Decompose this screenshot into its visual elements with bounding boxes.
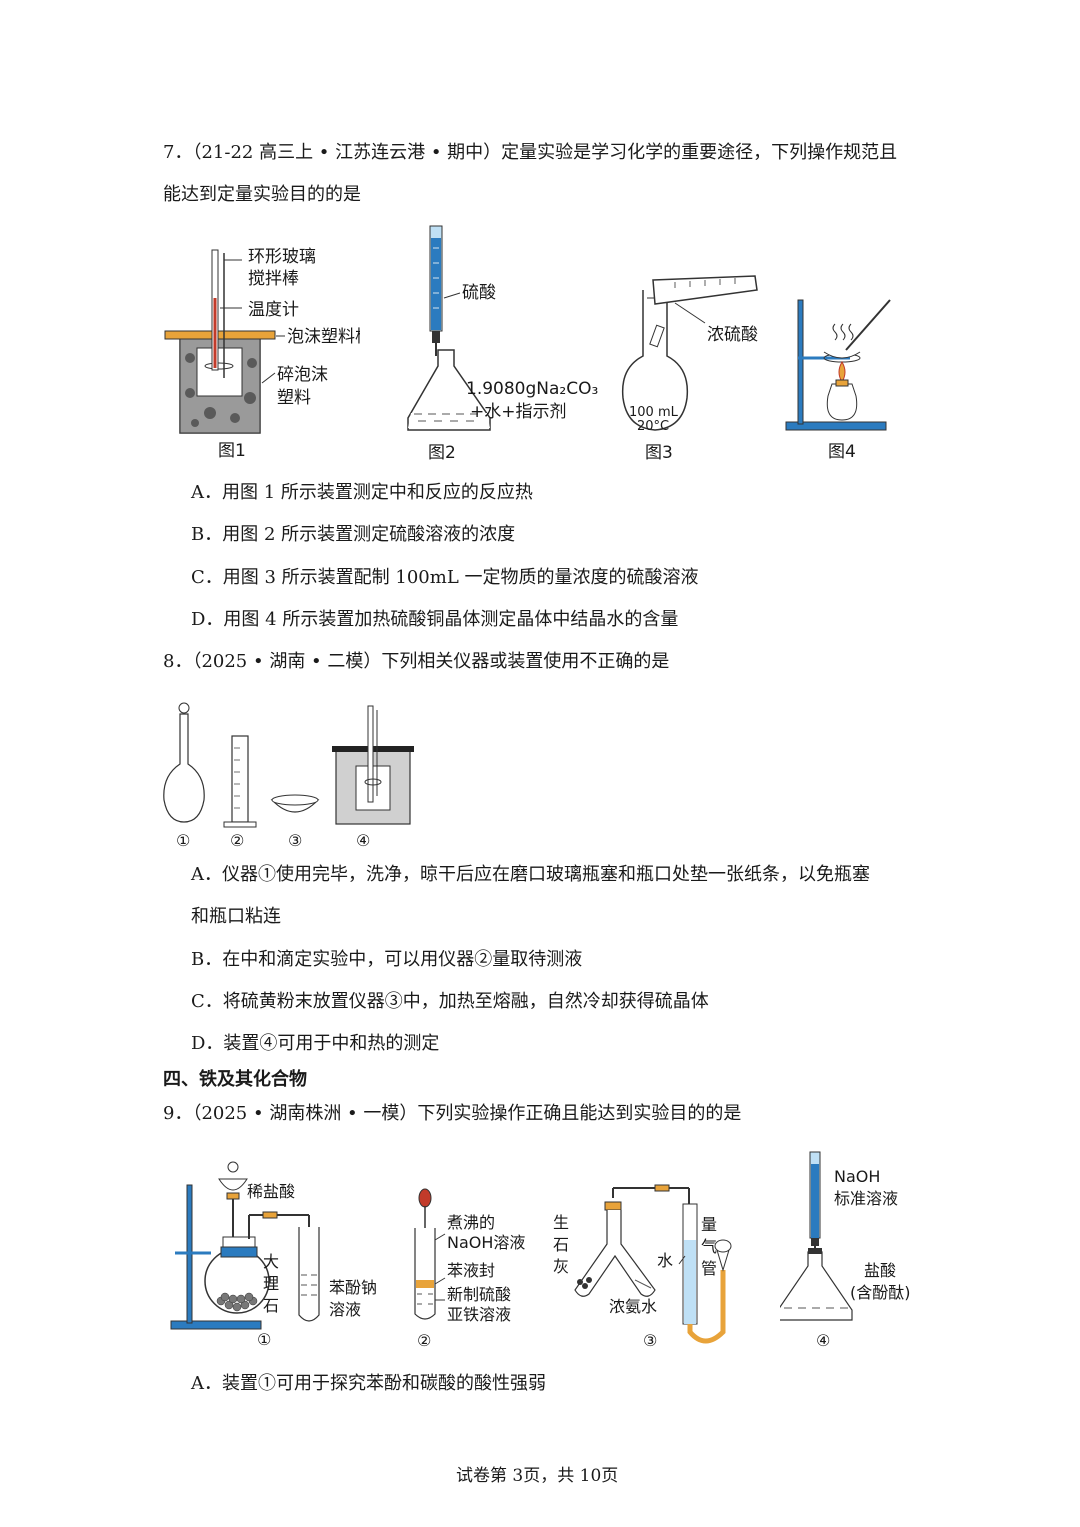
q9-fig1-label-phenolate-2: 溶液 — [329, 1300, 361, 1319]
q9-fig2-label-benzene: 苯液封 — [447, 1261, 495, 1280]
q7-fig4-heating: 图4 — [785, 299, 891, 462]
q9-fig4-label-naoh-2: 标准溶液 — [834, 1189, 898, 1208]
q7-fig1-caption: 图1 — [218, 441, 246, 461]
q9-fig3-label-tube-1: 量 — [701, 1215, 717, 1234]
q9-fig3-label-lime-3: 灰 — [553, 1257, 569, 1276]
q9-fig3-label-tube-2: 气 — [701, 1237, 717, 1256]
q9-fig3-label-tube-3: 管 — [701, 1259, 717, 1278]
q8-label-1: ① — [176, 831, 190, 850]
q7-fig2-label-water: +水+指示剂 — [470, 402, 567, 422]
q9-fig3-caption: ③ — [643, 1331, 657, 1350]
q7-fig4-caption: 图4 — [828, 442, 856, 462]
q8-option-a-line1: A．仪器①使用完毕，洗净，晾干后应在磨口玻璃瓶塞和瓶口处垫一张纸条，以免瓶塞 — [191, 864, 870, 885]
q7-stem-line1: 7．（21-22 高三上 • 江苏连云港 • 期中）定量实验是学习化学的重要途径… — [163, 142, 898, 163]
q8-option-b: B．在中和滴定实验中，可以用仪器②量取待测液 — [191, 949, 583, 970]
q7-stem-line2: 能达到定量实验目的的是 — [163, 184, 361, 205]
q9-option-a: A．装置①可用于探究苯酚和碳酸的酸性强弱 — [191, 1373, 546, 1394]
q7-fig1-calorimeter: 环形玻璃 搅拌棒 温度计 泡沫塑料板 碎泡沫 塑料 图1 — [164, 247, 360, 461]
q8-option-a-line2: 和瓶口粘连 — [191, 906, 281, 927]
q9-fig3-label-lime-1: 生 — [553, 1213, 569, 1232]
q7-fig1-label-board: 泡沫塑料板 — [287, 327, 360, 347]
q9-fig1-label-marble-2: 理 — [263, 1274, 279, 1293]
q9-fig1-label-phenolate-1: 苯酚钠 — [329, 1278, 377, 1297]
q7-fig2-titration: 硫酸 1.9080gNa₂CO₃ +水+指示剂 图2 — [407, 225, 598, 463]
q8-option-c: C．将硫黄粉末放置仪器③中，加热至熔融，自然冷却获得硫晶体 — [191, 991, 709, 1012]
q9-fig3-label-ammonia: 浓氨水 — [609, 1297, 657, 1316]
q7-fig1-label-foam2: 塑料 — [277, 388, 311, 408]
q7-fig1-label-thermo: 温度计 — [248, 300, 299, 320]
q8-stem: 8．（2025 • 湖南 • 二模）下列相关仪器或装置使用不正确的是 — [163, 651, 670, 672]
page-footer: 试卷第 3页，共 10页 — [456, 1466, 619, 1486]
q9-fig3-label-water: 水 — [657, 1251, 673, 1270]
q9-fig4-label-naoh-1: NaOH — [834, 1167, 880, 1186]
q8-instruments: ① ② ③ ④ — [163, 702, 414, 850]
q9-fig4-label-hcl-1: 盐酸 — [864, 1261, 896, 1280]
q9-fig1-label-marble-1: 大 — [263, 1252, 279, 1271]
q9-fig1-label-hcl: 稀盐酸 — [247, 1182, 295, 1201]
q7-fig3-label-temp: 20°C — [637, 419, 669, 434]
q7-fig2-caption: 图2 — [428, 443, 456, 463]
q7-fig1-label-foam1: 碎泡沫 — [277, 365, 328, 385]
q9-fig3-label-lime-2: 石 — [553, 1235, 569, 1254]
q7-option-a: A．用图 1 所示装置测定中和反应的反应热 — [191, 482, 533, 503]
q7-fig3-label-acid: 浓硫酸 — [707, 325, 758, 345]
q7-fig3-label-vol: 100 mL — [629, 405, 679, 420]
q7-fig1-label-stir2: 搅拌棒 — [248, 269, 299, 289]
q8-label-3: ③ — [288, 831, 302, 850]
q7-fig1-label-stir1: 环形玻璃 — [248, 247, 316, 267]
q9-fig4-label-hcl-2: (含酚酞) — [850, 1283, 911, 1302]
q9-fig1-label-marble-3: 石 — [263, 1296, 279, 1315]
q7-option-c: C．用图 3 所示装置配制 100mL 一定物质的量浓度的硫酸溶液 — [191, 567, 699, 588]
q9-fig2-label-naoh-2: NaOH溶液 — [447, 1233, 525, 1252]
q9-fig2-caption: ② — [417, 1331, 431, 1350]
q9-fig4-titration: NaOH 标准溶液 盐酸 (含酚酞) ④ — [780, 1151, 911, 1350]
q9-fig2-label-feso4-2: 亚铁溶液 — [447, 1305, 511, 1324]
q7-fig2-label-acid: 硫酸 — [462, 283, 496, 303]
q9-fig3-nh3-volume: 生 石 灰 浓氨水 水 量 气 管 ③ — [553, 1184, 732, 1350]
q9-fig2-label-naoh-1: 煮沸的 — [447, 1213, 495, 1232]
q9-fig1-caption: ① — [257, 1330, 271, 1349]
q7-fig3-volumetric: 浓硫酸 100 mL 20°C 图3 — [621, 275, 758, 463]
q9-fig1-co2-apparatus: 稀盐酸 大 理 石 苯酚钠 溶液 ① — [170, 1161, 377, 1349]
q8-label-4: ④ — [356, 831, 370, 850]
q7-option-b: B．用图 2 所示装置测定硫酸溶液的浓度 — [191, 524, 516, 545]
q9-fig4-caption: ④ — [816, 1331, 830, 1350]
q9-fig2-label-feso4-1: 新制硫酸 — [447, 1285, 511, 1304]
q7-option-d: D．用图 4 所示装置加热硫酸铜晶体测定晶体中结晶水的含量 — [191, 609, 679, 630]
q9-stem: 9．（2025 • 湖南株洲 • 一模）下列实验操作正确且能达到实验目的的是 — [163, 1103, 742, 1124]
q8-option-d: D．装置④可用于中和热的测定 — [191, 1033, 440, 1054]
q7-fig2-label-mass: 1.9080gNa₂CO₃ — [466, 379, 598, 399]
q7-fig3-caption: 图3 — [645, 443, 673, 463]
section-heading: 四、铁及其化合物 — [163, 1069, 307, 1090]
q8-label-2: ② — [230, 831, 244, 850]
q9-fig2-feoh2-tube: 煮沸的 NaOH溶液 苯液封 新制硫酸 亚铁溶液 ② — [414, 1188, 525, 1350]
